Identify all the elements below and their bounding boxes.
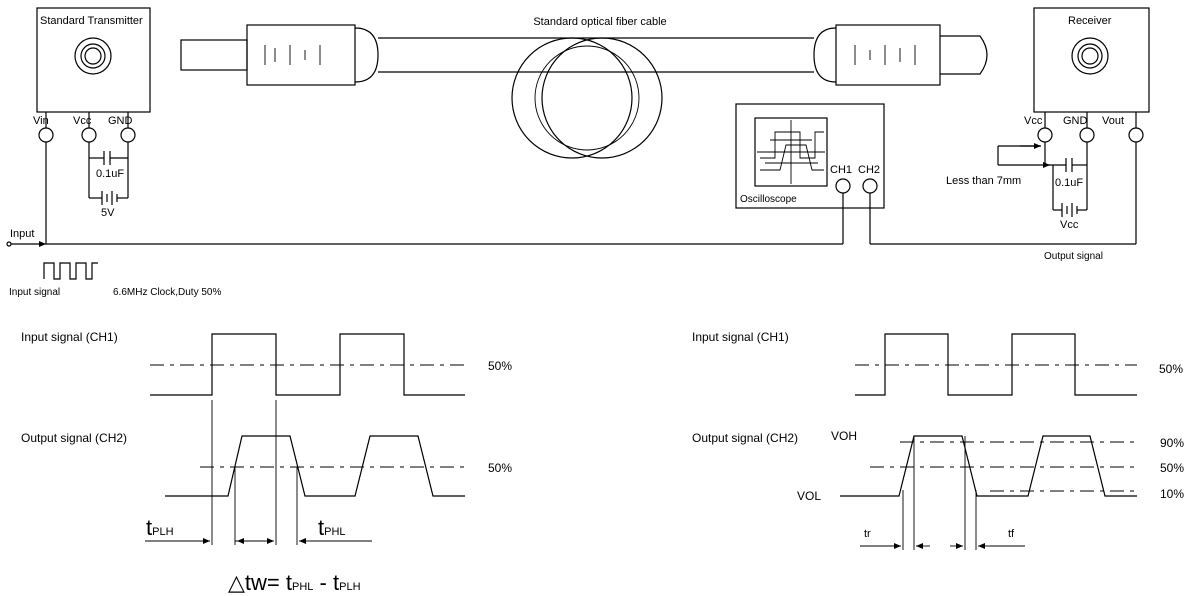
oscilloscope-ch1-label: CH1 [830, 164, 852, 176]
timing-left-input-50: 50% [488, 359, 512, 373]
oscilloscope-ch2-label: CH2 [858, 164, 880, 176]
receiver-block: Receiver Vcc GND Vout [946, 7, 1150, 244]
transmitter-pin-vin: Vin [33, 115, 49, 127]
timing-right: Input signal (CH1) Output signal (CH2) 5… [692, 330, 1184, 550]
transmitter-capacitor-network [88, 142, 129, 205]
distance-note: Less than 7mm [946, 175, 1021, 187]
timing-right-input-wave [855, 333, 1137, 396]
distance-bracket [997, 143, 1050, 168]
timing-right-output-label: Output signal (CH2) [692, 431, 798, 445]
cable-label: Standard optical fiber cable [533, 16, 666, 28]
timing-right-input-label: Input signal (CH1) [692, 330, 789, 344]
level-90-label: 90% [1160, 436, 1184, 450]
clock-pulse-icon [43, 262, 98, 280]
timing-right-input-50: 50% [1159, 362, 1183, 376]
transmitter-capacitor-label: 0.1uF [96, 168, 124, 180]
receiver-pin-vout: Vout [1102, 115, 1124, 127]
oscilloscope-ch1-terminal [835, 178, 851, 194]
oscilloscope-screen [754, 117, 828, 187]
receiver-supply-label: Vcc [1060, 219, 1079, 231]
timing-left-output-wave [165, 435, 465, 497]
transmitter-title: Standard Transmitter [40, 15, 143, 27]
tplh-label: tPLH [146, 515, 174, 540]
delta-tw-formula: △tw= tPHL - tPLH [228, 570, 361, 595]
transmitter-pin-gnd: GND [108, 115, 133, 127]
transmitter-supply-label: 5V [101, 207, 115, 219]
right-connector-icon [813, 24, 988, 86]
timing-right-output-wave [840, 435, 1137, 497]
transmitter-block: Standard Transmitter Vin Vcc GND [33, 7, 151, 244]
oscilloscope-label: Oscilloscope [740, 194, 797, 205]
timing-left-input-wave [150, 333, 465, 396]
left-connector-icon [180, 24, 379, 86]
timing-left-input-label: Input signal (CH1) [21, 330, 118, 344]
receiver-pin-gnd: GND [1063, 115, 1088, 127]
receiver-port-icon [1071, 37, 1109, 75]
receiver-capacitor-network [1044, 142, 1088, 217]
transmitter-gnd-terminal [120, 127, 136, 143]
transmitter-pin-vcc: Vcc [73, 115, 92, 127]
oscilloscope-waveform-icon [757, 120, 825, 184]
output-signal-label: Output signal [1044, 251, 1103, 262]
timing-left: Input signal (CH1) Output signal (CH2) 5… [21, 330, 512, 595]
receiver-pin-vcc: Vcc [1024, 115, 1043, 127]
clock-note: 6.6MHz Clock,Duty 50% [113, 287, 221, 298]
vol-label: VOL [797, 489, 821, 503]
timing-left-output-label: Output signal (CH2) [21, 431, 127, 445]
tf-label: tf [1008, 528, 1015, 540]
voh-label: VOH [831, 429, 857, 443]
fiber-cable: Standard optical fiber cable [180, 16, 988, 159]
tphl-label: tPHL [318, 515, 346, 540]
receiver-capacitor-label: 0.1uF [1055, 177, 1083, 189]
receiver-title: Receiver [1068, 15, 1112, 27]
level-10-label: 10% [1160, 487, 1184, 501]
transmitter-vcc-terminal [81, 127, 97, 143]
input-signal-label: Input signal [9, 287, 60, 298]
oscilloscope-ch2-terminal [862, 178, 878, 194]
receiver-vcc-terminal [1037, 127, 1053, 143]
input-wiring [6, 193, 1136, 247]
oscilloscope: Oscilloscope CH1 CH2 [735, 103, 885, 209]
cable-coil-icon [511, 37, 663, 159]
receiver-vout-terminal [1128, 127, 1144, 143]
transmitter-port-icon [74, 37, 112, 75]
transmitter-vin-terminal [38, 127, 54, 143]
input-label: Input [10, 228, 34, 240]
timing-left-output-50: 50% [488, 461, 512, 475]
tr-label: tr [864, 528, 871, 540]
receiver-gnd-terminal [1079, 127, 1095, 143]
level-50-label: 50% [1160, 461, 1184, 475]
